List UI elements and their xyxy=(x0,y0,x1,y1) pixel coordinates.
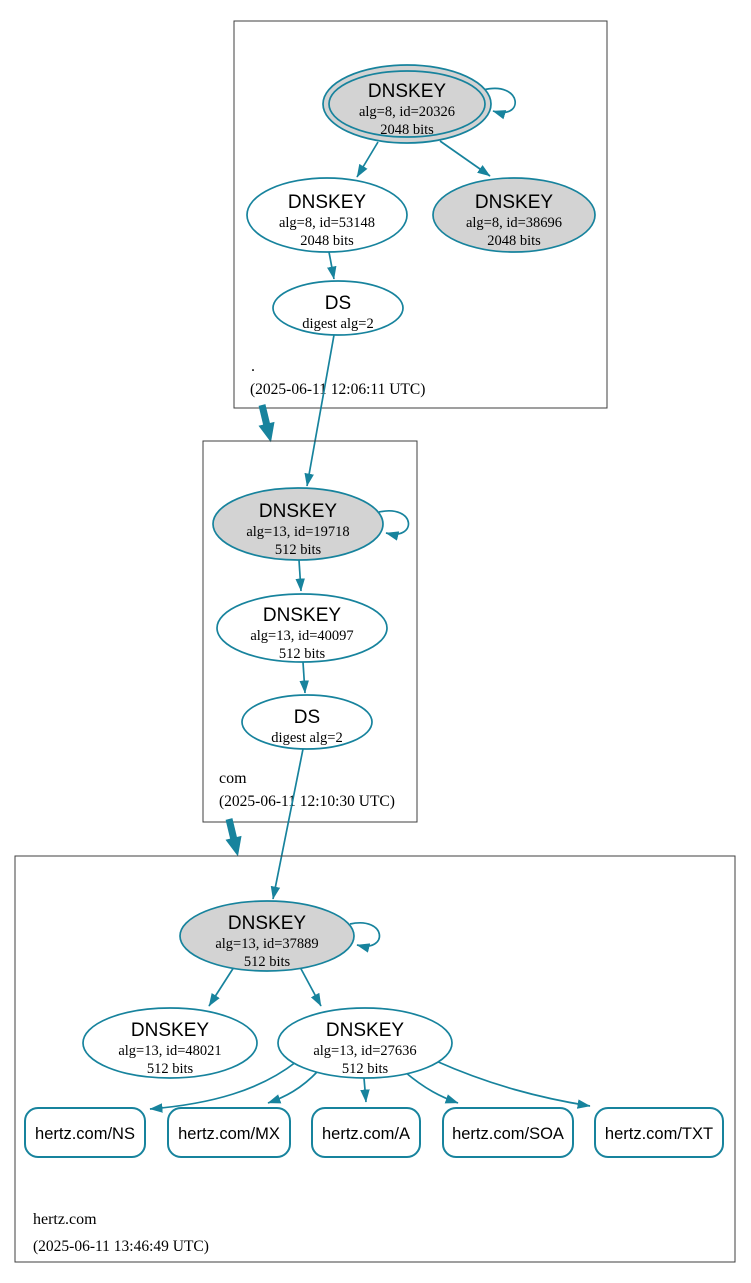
hertz-zsk2-bits: 512 bits xyxy=(342,1061,389,1077)
root-key2-bits: 2048 bits xyxy=(487,233,541,249)
edge-zsk2-to-rrset-txt xyxy=(435,1060,591,1109)
hertz-zsk1-title: DNSKEY xyxy=(131,1020,209,1041)
root-key2-dnskey-node[interactable]: DNSKEY alg=8, id=38696 2048 bits xyxy=(432,177,596,253)
rrset-node-ns[interactable]: hertz.com/NS xyxy=(24,1107,146,1158)
rrset-node-a[interactable]: hertz.com/A xyxy=(311,1107,421,1158)
root-ksk-inner-ellipse xyxy=(328,70,486,138)
hertz-zsk2-dnskey-node[interactable]: DNSKEY alg=13, id=27636 512 bits xyxy=(277,1007,453,1079)
hertz-zsk2-alg: alg=13, id=27636 xyxy=(313,1043,416,1059)
com-zsk-alg: alg=13, id=40097 xyxy=(250,628,353,644)
rrset-node-txt[interactable]: hertz.com/TXT xyxy=(594,1107,724,1158)
rrset-ns-label: hertz.com/NS xyxy=(35,1125,135,1143)
root-key2-title: DNSKEY xyxy=(475,192,553,213)
edge-hertz-ksk-to-zsk2 xyxy=(299,966,322,1007)
edge-zsk2-to-rrset-ns xyxy=(149,1061,297,1113)
zone-hertz-label: hertz.com xyxy=(33,1211,97,1228)
edge-zsk2-to-rrset-mx xyxy=(267,1070,319,1104)
root-zsk-title: DNSKEY xyxy=(288,192,366,213)
hertz-zsk2-ellipse[interactable] xyxy=(277,1007,453,1079)
root-ds-digest: digest alg=2 xyxy=(302,316,373,332)
zone-hertz-timestamp: (2025-06-11 13:46:49 UTC) xyxy=(33,1238,209,1255)
zone-hertz-border xyxy=(14,855,736,1263)
hertz-zsk2-title: DNSKEY xyxy=(326,1020,404,1041)
root-ksk-outer-ellipse[interactable] xyxy=(322,64,492,144)
root-ksk-dnskey-node[interactable]: DNSKEY alg=8, id=20326 2048 bits xyxy=(322,64,492,144)
zone-com-border xyxy=(202,440,418,823)
hertz-zsk1-bits: 512 bits xyxy=(147,1061,194,1077)
hertz-ksk-bits: 512 bits xyxy=(244,954,291,970)
zone-root: DNSKEY alg=8, id=20326 2048 bits DNSKEY … xyxy=(233,20,608,409)
edge-hertz-ksk-selfloop xyxy=(349,922,381,953)
com-zsk-bits: 512 bits xyxy=(279,646,326,662)
delegation-arrow-root-to-com xyxy=(258,404,275,443)
delegation-arrow-com-to-hertz xyxy=(225,818,242,857)
root-zsk-bits: 2048 bits xyxy=(300,233,354,249)
com-ds-node[interactable]: DS digest alg=2 xyxy=(241,694,373,750)
zone-com-timestamp: (2025-06-11 12:10:30 UTC) xyxy=(219,793,395,810)
hertz-ksk-ellipse[interactable] xyxy=(179,900,355,972)
zone-com: DNSKEY alg=13, id=19718 512 bits DNSKEY … xyxy=(202,440,418,823)
rrset-mx-label: hertz.com/MX xyxy=(178,1125,280,1143)
hertz-ksk-alg: alg=13, id=37889 xyxy=(215,936,318,952)
rrset-mx-rect[interactable] xyxy=(167,1107,291,1158)
edge-com-ds-to-hertz-ksk xyxy=(270,748,304,900)
com-ds-ellipse[interactable] xyxy=(241,694,373,750)
zone-root-timestamp: (2025-06-11 12:06:11 UTC) xyxy=(250,381,425,398)
root-ds-title: DS xyxy=(325,293,351,314)
edge-com-ksk-to-zsk xyxy=(295,559,305,592)
com-zsk-title: DNSKEY xyxy=(263,605,341,626)
hertz-zsk1-dnskey-node[interactable]: DNSKEY alg=13, id=48021 512 bits xyxy=(82,1007,258,1079)
edge-root-zsk-to-ds xyxy=(327,251,337,280)
edge-root-ksk-to-key2 xyxy=(439,140,491,177)
edge-root-ksk-to-zsk xyxy=(356,141,379,178)
zone-root-border xyxy=(233,20,608,409)
rrset-node-mx[interactable]: hertz.com/MX xyxy=(167,1107,291,1158)
rrset-a-rect[interactable] xyxy=(311,1107,421,1158)
root-key2-alg: alg=8, id=38696 xyxy=(466,215,562,231)
root-ksk-bits: 2048 bits xyxy=(380,122,434,138)
rrset-txt-rect[interactable] xyxy=(594,1107,724,1158)
root-ds-node[interactable]: DS digest alg=2 xyxy=(272,280,404,336)
rrset-txt-label: hertz.com/TXT xyxy=(605,1125,713,1143)
edge-root-ds-to-com-ksk xyxy=(304,334,335,487)
rrset-node-soa[interactable]: hertz.com/SOA xyxy=(442,1107,574,1158)
rrset-soa-rect[interactable] xyxy=(442,1107,574,1158)
edge-root-ksk-selfloop xyxy=(482,87,517,120)
zone-com-label: com xyxy=(219,770,247,787)
com-ksk-dnskey-node[interactable]: DNSKEY alg=13, id=19718 512 bits xyxy=(212,487,384,561)
edge-zsk2-to-rrset-soa xyxy=(404,1071,459,1104)
root-ds-ellipse[interactable] xyxy=(272,280,404,336)
root-zsk-ellipse[interactable] xyxy=(246,177,408,253)
com-ksk-title: DNSKEY xyxy=(259,501,337,522)
root-ksk-title: DNSKEY xyxy=(368,81,446,102)
root-zsk-alg: alg=8, id=53148 xyxy=(279,215,375,231)
edge-com-zsk-to-ds xyxy=(299,661,309,694)
com-zsk-dnskey-node[interactable]: DNSKEY alg=13, id=40097 512 bits xyxy=(216,593,388,663)
root-ksk-alg: alg=8, id=20326 xyxy=(359,104,455,120)
com-ksk-alg: alg=13, id=19718 xyxy=(246,524,349,540)
com-ds-digest: digest alg=2 xyxy=(271,730,342,746)
hertz-ksk-dnskey-node[interactable]: DNSKEY alg=13, id=37889 512 bits xyxy=(179,900,355,972)
rrset-ns-rect[interactable] xyxy=(24,1107,146,1158)
rrset-a-label: hertz.com/A xyxy=(322,1125,410,1143)
hertz-zsk1-ellipse[interactable] xyxy=(82,1007,258,1079)
hertz-zsk1-alg: alg=13, id=48021 xyxy=(118,1043,221,1059)
edge-hertz-ksk-to-zsk1 xyxy=(208,966,235,1007)
hertz-ksk-title: DNSKEY xyxy=(228,913,306,934)
edge-com-ksk-selfloop xyxy=(378,510,410,541)
root-key2-ellipse[interactable] xyxy=(432,177,596,253)
zone-hertz: DNSKEY alg=13, id=37889 512 bits DNSKEY … xyxy=(14,855,736,1263)
edge-zsk2-to-rrset-a xyxy=(360,1077,370,1103)
root-zsk-dnskey-node[interactable]: DNSKEY alg=8, id=53148 2048 bits xyxy=(246,177,408,253)
rrset-soa-label: hertz.com/SOA xyxy=(452,1125,564,1143)
com-ksk-bits: 512 bits xyxy=(275,542,322,558)
com-ds-title: DS xyxy=(294,707,320,728)
com-zsk-ellipse[interactable] xyxy=(216,593,388,663)
zone-root-label: . xyxy=(251,358,255,375)
com-ksk-ellipse[interactable] xyxy=(212,487,384,561)
